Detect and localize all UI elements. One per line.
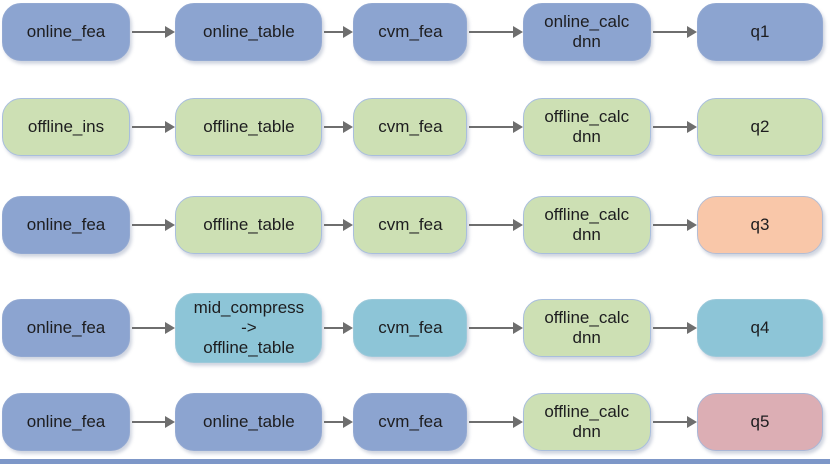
node-cvm-fea: cvm_fea (353, 393, 468, 451)
node-mid-compress-offline-table: mid_compress -> offline_table (175, 293, 323, 363)
node-q4: q4 (697, 299, 823, 357)
node-cvm-fea: cvm_fea (353, 3, 468, 61)
node-cvm-fea: cvm_fea (353, 98, 468, 156)
arrow-right-icon (469, 26, 524, 38)
pipeline-row-2: offline_ins offline_table cvm_fea offlin… (0, 98, 830, 156)
arrow-right-icon (652, 322, 698, 334)
node-offline-calc-dnn: offline_calc dnn (522, 196, 651, 254)
cropped-bottom-row-edge (0, 459, 830, 464)
arrow-right-icon (652, 121, 698, 133)
arrow-right-icon (132, 121, 176, 133)
arrow-right-icon (652, 26, 698, 38)
arrow-right-icon (132, 219, 176, 231)
arrow-right-icon (469, 322, 524, 334)
node-q3: q3 (697, 196, 823, 254)
node-q5: q5 (697, 393, 823, 451)
arrow-right-icon (132, 322, 176, 334)
node-online-fea: online_fea (2, 393, 130, 451)
pipeline-row-4: online_fea mid_compress -> offline_table… (0, 293, 830, 363)
node-offline-calc-dnn: offline_calc dnn (522, 393, 651, 451)
node-online-table: online_table (175, 3, 323, 61)
node-offline-calc-dnn: offline_calc dnn (522, 299, 651, 357)
node-cvm-fea: cvm_fea (353, 196, 468, 254)
node-offline-ins: offline_ins (2, 98, 130, 156)
pipeline-row-3: online_fea offline_table cvm_fea offline… (0, 196, 830, 254)
arrow-right-icon (469, 416, 524, 428)
arrow-right-icon (324, 121, 354, 133)
node-online-fea: online_fea (2, 3, 130, 61)
arrow-right-icon (324, 322, 354, 334)
node-offline-calc-dnn: offline_calc dnn (522, 98, 651, 156)
arrow-right-icon (469, 219, 524, 231)
node-q1: q1 (697, 3, 823, 61)
node-online-fea: online_fea (2, 196, 130, 254)
pipeline-row-5: online_fea online_table cvm_fea offline_… (0, 393, 830, 451)
arrow-right-icon (652, 219, 698, 231)
node-cvm-fea: cvm_fea (353, 299, 468, 357)
pipeline-row-1: online_fea online_table cvm_fea online_c… (0, 3, 830, 61)
arrow-right-icon (324, 26, 354, 38)
arrow-right-icon (469, 121, 524, 133)
node-offline-table: offline_table (175, 98, 323, 156)
arrow-right-icon (132, 26, 176, 38)
node-online-fea: online_fea (2, 299, 130, 357)
node-offline-table: offline_table (175, 196, 323, 254)
node-q2: q2 (697, 98, 823, 156)
arrow-right-icon (324, 416, 354, 428)
arrow-right-icon (652, 416, 698, 428)
arrow-right-icon (132, 416, 176, 428)
arrow-right-icon (324, 219, 354, 231)
node-online-table: online_table (175, 393, 323, 451)
node-online-calc-dnn: online_calc dnn (522, 3, 651, 61)
